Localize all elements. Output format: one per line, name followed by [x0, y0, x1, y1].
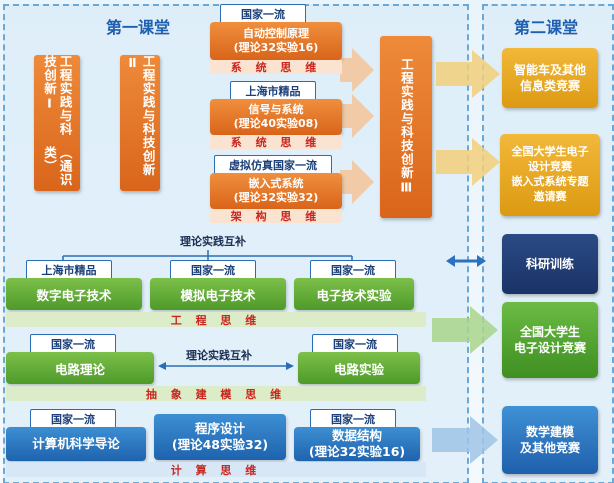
course-tag-signals: 上海市精品 [230, 81, 316, 101]
research-training-label: 科研训练 [525, 256, 574, 271]
course-tag-circuit-theory: 国家一流 [30, 334, 116, 354]
course-auto-control: 自动控制原理 (理论32实验16) [210, 22, 342, 60]
competition-mm-line2: 及其他竞赛 [519, 441, 580, 455]
course-cs-intro: 计算机科学导论 [6, 427, 146, 461]
row2-arrow-right-head [286, 362, 294, 370]
course-auto-control-hours: (理论32实验16) [233, 41, 319, 54]
course-tag-embedded: 虚拟仿真国家一流 [214, 155, 332, 175]
arrow-to-modeling [432, 416, 498, 464]
practice-innovation-2-line1: 工程实践与科技创新Ⅱ [125, 55, 156, 177]
course-tag-analog: 国家一流 [170, 260, 256, 280]
competition-smart-car: 智能车及其他 信息类竞赛 [502, 48, 598, 108]
course-auto-control-name: 自动控制原理 [243, 26, 309, 40]
research-link-right-head [477, 255, 486, 267]
practice-innovation-3-line1: 工程实践与科技创新Ⅲ [398, 58, 414, 196]
competition-ed-line2: 设计竞赛 [528, 160, 572, 174]
research-link-left-head [446, 255, 455, 267]
arrow-to-right-box-3 [340, 160, 374, 204]
thinking-system-2: 系 统 思 维 [210, 135, 342, 149]
practice-innovation-1-line2: （通识类） [42, 146, 73, 187]
competition-math-modeling: 数学建模 及其他竞赛 [502, 406, 598, 474]
course-tag-data-structures: 国家一流 [310, 409, 396, 429]
first-classroom-title: 第一课堂 [105, 18, 170, 37]
theory-practice-label-top: 理论实践互补 [180, 235, 246, 248]
course-embedded: 嵌入式系统 (理论32实验32) [210, 173, 342, 209]
course-cs-intro-name: 计算机科学导论 [32, 435, 120, 451]
arrow-to-competition-1 [436, 50, 500, 98]
theory-practice-label-row2: 理论实践互补 [186, 349, 252, 362]
second-classroom-title: 第二课堂 [513, 18, 578, 37]
competition-smart-car-line1: 智能车及其他 [513, 62, 586, 77]
competition-ned-line1: 全国大学生 [519, 324, 580, 339]
course-tag-circuit-lab: 国家一流 [312, 334, 398, 354]
arrow-to-right-box-2 [340, 94, 374, 138]
row2-arrow-left-head [158, 362, 166, 370]
thinking-system-1: 系 统 思 维 [210, 60, 342, 74]
course-data-structures: 数据结构 (理论32实验16) [294, 427, 420, 461]
course-programming-name: 程序设计 [194, 420, 245, 436]
competition-national-electronic-design: 全国大学生 电子设计竞赛 [502, 302, 598, 378]
competition-ed-line3: 嵌入式系统专题 [511, 175, 589, 188]
course-data-structures-hours: (理论32实验16) [308, 444, 406, 459]
course-tag-digital: 上海市精品 [26, 260, 112, 280]
thinking-abstract-modeling: 抽 象 建 模 思 维 [6, 386, 426, 401]
course-digital-electronics: 数字电子技术 [6, 278, 142, 310]
research-training: 科研训练 [502, 234, 598, 294]
course-programming-hours: (理论48实验32) [171, 437, 269, 452]
practice-innovation-1-line1: 工程实践与科技创新Ⅰ [42, 55, 73, 136]
course-tag-auto-control: 国家一流 [220, 4, 306, 24]
course-electronics-lab: 电子技术实验 [294, 278, 414, 310]
course-embedded-hours: (理论32实验32) [233, 191, 319, 204]
competition-ed-line1: 全国大学生电子 [511, 145, 589, 159]
course-circuit-lab: 电路实验 [298, 352, 420, 384]
competition-mm-line1: 数学建模 [525, 424, 574, 439]
course-tag-cs-intro: 国家一流 [30, 409, 116, 429]
competition-ed-line4: 邀请赛 [533, 189, 567, 203]
course-analog-electronics: 模拟电子技术 [150, 278, 286, 310]
arrow-to-design-contest [432, 306, 498, 354]
thinking-architecture: 架 构 思 维 [210, 209, 342, 223]
course-signals-hours: (理论40实验08) [233, 117, 319, 130]
course-circuit-theory: 电路理论 [6, 352, 154, 384]
competition-ned-line2: 电子设计竞赛 [513, 341, 586, 355]
competition-smart-car-line2: 信息类竞赛 [519, 79, 580, 93]
thinking-computational: 计 算 思 维 [6, 462, 426, 477]
course-programming: 程序设计 (理论48实验32) [154, 414, 286, 460]
course-signals: 信号与系统 (理论40实验08) [210, 99, 342, 135]
course-data-structures-name: 数据结构 [331, 427, 382, 443]
arrow-to-competition-2 [436, 138, 500, 186]
course-embedded-name: 嵌入式系统 [248, 176, 304, 190]
practice-innovation-2-box: 工程实践与科技创新Ⅱ [120, 55, 160, 191]
practice-innovation-3-box: 工程实践与科技创新Ⅲ [380, 36, 432, 218]
thinking-engineering: 工 程 思 维 [6, 312, 426, 327]
arrow-to-right-box-1 [340, 48, 374, 92]
practice-innovation-1-box: 工程实践与科技创新Ⅰ （通识类） [34, 55, 80, 191]
course-tag-electronics-lab: 国家一流 [310, 260, 396, 280]
competition-electronic-design-embedded: 全国大学生电子 设计竞赛 嵌入式系统专题 邀请赛 [500, 134, 600, 216]
course-signals-name: 信号与系统 [248, 102, 304, 116]
